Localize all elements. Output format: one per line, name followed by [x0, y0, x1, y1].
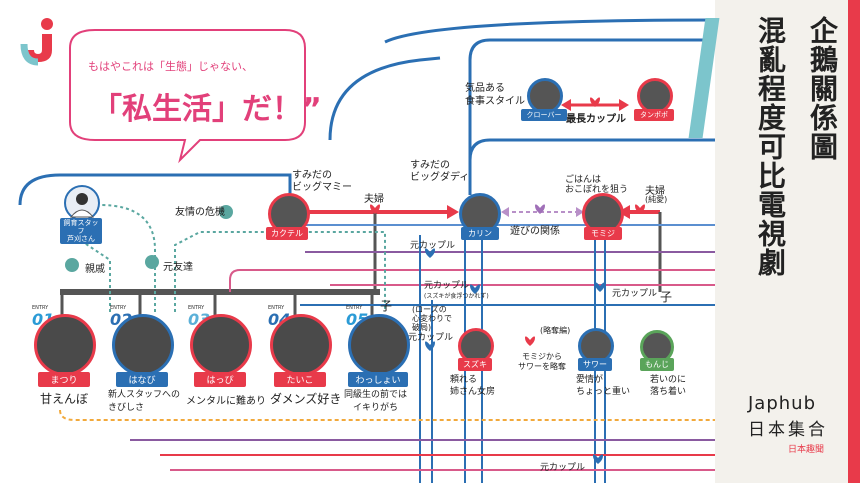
chick-name-wasshoi: わっしょい	[348, 372, 408, 387]
chick-trait-hanabi: 新人スタッフへの きびしさ	[108, 390, 181, 413]
penguin-nick-sawa: 愛情が ちょっと重い	[576, 375, 631, 397]
penguin-name-tanpopo: タンポポ	[634, 109, 674, 121]
label-roaze: (ローズの 心変わりで 破局)	[412, 305, 452, 332]
chick-trait-wasshoi: 同級生の前では イキりがち	[344, 390, 408, 413]
penguin-name-kakuteru: カクテル	[266, 227, 308, 240]
brand-tag: 日本趣聞	[788, 445, 825, 455]
chick-photo-wasshoi	[348, 314, 410, 376]
label-momiji: モミジから サワーを略奪	[518, 352, 566, 371]
penguin-nick-karin: すみだの ビッグダディ	[410, 160, 470, 183]
person-icon	[69, 193, 95, 218]
chick-trait-taiko: ダメンズ好き	[270, 392, 342, 406]
title-panel	[715, 0, 860, 483]
bubble-line1: もはやこれは「生態」じゃない、	[88, 60, 253, 73]
label-shinseki: 親戚	[85, 264, 105, 275]
chick-trait-matsuri: 甘えんぼ	[40, 392, 89, 406]
label-moto-couple3: 元カップル	[408, 333, 454, 343]
label-moto-couple2: 元カップル	[424, 281, 470, 291]
entry-label: ENTRY	[110, 305, 127, 311]
penguin-name-clover: クローバー	[521, 109, 567, 121]
penguin-nick-monji: 若いのに 落ち着い	[650, 375, 687, 397]
chick-name-hanabi: はなび	[116, 372, 168, 387]
label-ko2: 子	[660, 290, 673, 304]
staff-name-badge: 飼育スタッフ 芦刈さん	[60, 218, 102, 244]
penguin-nick-kakuteru: すみだの ビッグマミー	[292, 170, 352, 193]
chick-photo-happi	[190, 314, 252, 376]
label-kaijin: (略奪編)	[540, 326, 571, 335]
label-moto-couple4: 元カップル	[612, 289, 658, 299]
red-accent-strip	[848, 0, 860, 483]
label-moto-couple1: 元カップル	[410, 241, 456, 251]
entry-label: ENTRY	[188, 305, 205, 311]
connection-lines	[18, 18, 715, 483]
japhub-logo-icon	[20, 18, 53, 66]
penguin-nick-suzuki: 頼れる 姉さん女房	[450, 375, 496, 397]
penguin-name-momiji: モミジ	[584, 227, 622, 240]
penguin-name-karin: カリン	[461, 227, 499, 240]
label-ko1: 子	[380, 299, 393, 313]
entry-label: ENTRY	[268, 305, 285, 311]
penguin-name-suzuki: スズキ	[458, 358, 492, 371]
label-kihin: 気品ある 食事スタイル	[465, 83, 525, 107]
chick-photo-taiko	[270, 314, 332, 376]
label-moto-couple5: 元カップル	[540, 463, 586, 473]
label-gohan: ごはんは おこぼれを狙う	[565, 175, 629, 195]
chick-name-happi: はっぴ	[194, 372, 246, 387]
label-moto-tomodachi: 元友達	[163, 262, 193, 273]
brand-name: Japhub	[748, 393, 817, 414]
entry-label: ENTRY	[32, 305, 49, 311]
label-fuufu1: 夫婦	[364, 194, 384, 205]
label-fuufu2-note: (純愛)	[645, 195, 668, 204]
chick-photo-hanabi	[112, 314, 174, 376]
label-fuufu2: 夫婦	[645, 186, 665, 197]
title-column-2: 混亂程度可比電視劇	[754, 16, 787, 277]
label-yujou: 友情の危機	[175, 207, 225, 218]
penguin-name-sawa: サワー	[578, 358, 612, 371]
penguin-name-monji: もんじ	[640, 358, 674, 371]
title-column-1: 企鵝關係圖	[806, 16, 839, 161]
label-asobi: 遊びの関係	[510, 226, 560, 237]
label-moto-couple2-note: (スズキが食浮つかれず)	[424, 293, 489, 300]
label-saichou: 最長カップル	[566, 114, 626, 125]
brand-subtitle: 日本集合	[748, 420, 828, 440]
staff-avatar	[64, 185, 100, 221]
bubble-line2: 「私生活」だ！”	[92, 92, 322, 127]
entry-label: ENTRY	[346, 305, 363, 311]
chick-name-taiko: たいこ	[274, 372, 326, 387]
chick-trait-happi: メンタルに難あり	[186, 396, 266, 407]
chick-name-matsuri: まつり	[38, 372, 90, 387]
chick-photo-matsuri	[34, 314, 96, 376]
